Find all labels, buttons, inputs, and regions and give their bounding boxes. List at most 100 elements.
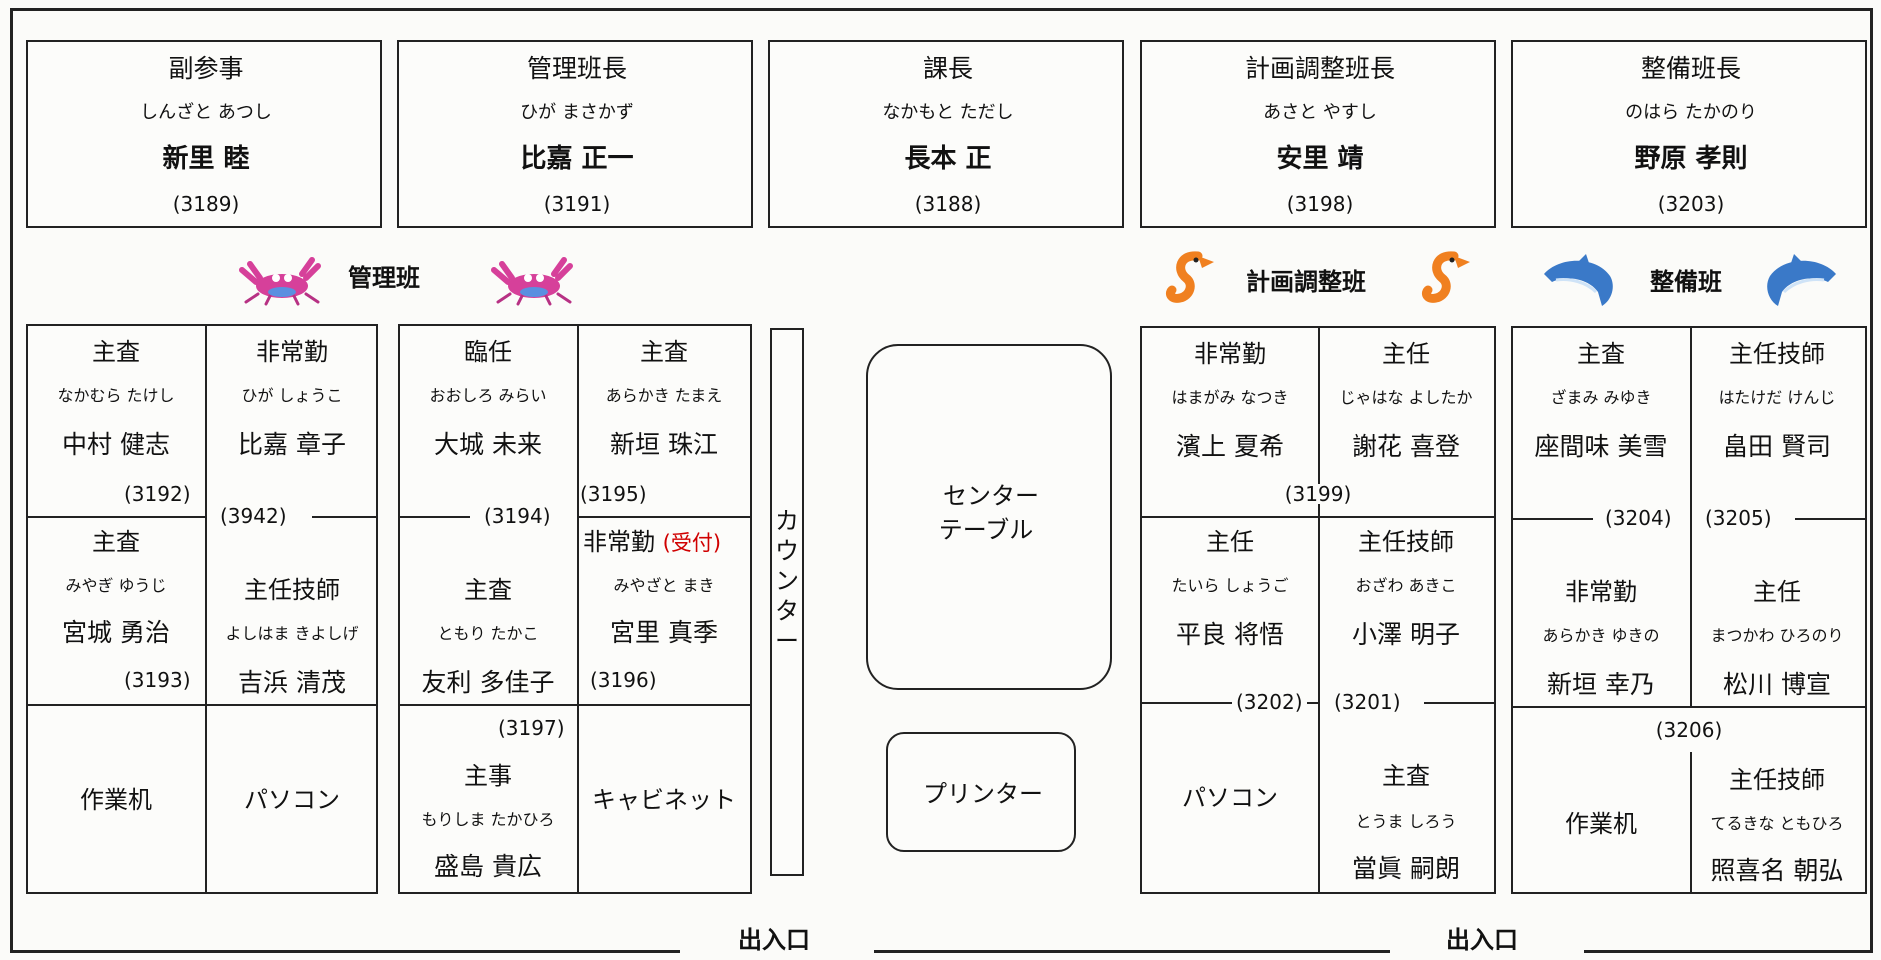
team-label-maintenance: 整備班 xyxy=(1650,268,1722,296)
leader-line xyxy=(400,516,470,518)
desk-deputy-director: 副参事 しんざと あつし 新里 睦 (3189) xyxy=(26,40,382,228)
workbench-label: 作業机 xyxy=(80,786,152,814)
position-title: 管理班長 xyxy=(526,54,628,83)
person-name: 平良 将悟 xyxy=(1176,620,1284,649)
extension-number: (3192) xyxy=(124,482,191,506)
extension-number: (3193) xyxy=(124,668,191,692)
dolphin-icon xyxy=(1544,254,1613,306)
extension-number: (3203) xyxy=(1657,192,1725,216)
desk-block-admin-left: 主査 なかむら たけし 中村 健志 (3192) 非常勤 ひが しょうこ 比嘉 … xyxy=(26,324,378,894)
name-reading: しんざと あつし xyxy=(140,102,272,123)
name-reading: あらかき たまえ xyxy=(605,386,723,405)
person-name: 盛島 貴広 xyxy=(434,852,542,881)
role: 非常勤 (受付) xyxy=(583,528,722,556)
entrance-label: 出入口 xyxy=(1446,926,1518,954)
extension-number: (3201) xyxy=(1334,690,1401,714)
desk-divider xyxy=(1318,516,1320,892)
role: 主任 xyxy=(1753,578,1801,606)
dolphin-icon xyxy=(1767,254,1836,306)
position-title: 課長 xyxy=(922,54,974,83)
role: 主任技師 xyxy=(1729,340,1825,368)
center-table: センター テーブル xyxy=(866,344,1112,690)
role: 非常勤 xyxy=(1565,578,1637,606)
extension-number: (3199) xyxy=(1280,484,1356,504)
seahorse-icon xyxy=(1165,251,1214,303)
person-name: 大城 未来 xyxy=(434,430,542,459)
role: 主査 xyxy=(92,528,140,556)
desk-block-planning: 非常勤 はまがみ なつき 濱上 夏希 主任 じゃはな よしたか 謝花 喜登 (3… xyxy=(1140,326,1496,894)
extension-number: (3197) xyxy=(498,716,565,740)
person-name: 比嘉 章子 xyxy=(238,430,346,459)
name-reading: よしはま きよしげ xyxy=(225,624,359,643)
cabinet-label: キャビネット xyxy=(592,786,736,814)
desk-planning-leader: 計画調整班長 あさと やすし 安里 靖 (3198) xyxy=(1140,40,1496,228)
name-reading: のはら たかのり xyxy=(1625,102,1757,123)
name-reading: じゃはな よしたか xyxy=(1339,388,1473,407)
desk-block-maintenance: 主査 ざまみ みゆき 座間味 美雪 (3204) 主任技師 はたけだ けんじ 畠… xyxy=(1511,326,1867,894)
desk-divider xyxy=(1690,328,1692,706)
desk-divider xyxy=(400,704,577,706)
extension-number: (3196) xyxy=(590,668,657,692)
extension-number: (3206) xyxy=(1655,718,1723,742)
name-reading: はたけだ けんじ xyxy=(1718,388,1836,407)
name-reading: おざわ あきこ xyxy=(1355,576,1457,595)
entrance-gap xyxy=(1390,948,1580,956)
desk-admin-leader: 管理班長 ひが まさかず 比嘉 正一 (3191) xyxy=(397,40,753,228)
name-reading: まつかわ ひろのり xyxy=(1710,626,1844,645)
name-reading: みやぎ ゆうじ xyxy=(65,576,167,595)
name-reading: ざまみ みゆき xyxy=(1550,388,1652,407)
extension-number: (3189) xyxy=(172,192,240,216)
crab-icon xyxy=(491,257,573,306)
name-reading: ひが まさかず xyxy=(520,102,634,123)
counter: カウンター xyxy=(770,328,804,876)
team-label-planning: 計画調整班 xyxy=(1246,268,1366,296)
desk-divider xyxy=(28,516,205,518)
role: 主査 xyxy=(464,576,512,604)
person-name: 新垣 珠江 xyxy=(610,430,718,459)
role: 主査 xyxy=(1382,762,1430,790)
leader-line xyxy=(1513,518,1593,520)
extension-number: (3194) xyxy=(484,504,551,528)
person-name: 新垣 幸乃 xyxy=(1547,670,1655,699)
leader-line xyxy=(1795,518,1865,520)
person-name: 野原 孝則 xyxy=(1634,144,1748,174)
person-name: 長本 正 xyxy=(904,144,992,174)
name-reading: なかむら たけし xyxy=(57,386,175,405)
entrance-gap xyxy=(680,948,870,956)
printer: プリンター xyxy=(886,732,1076,852)
desk-divider xyxy=(1318,328,1320,516)
name-reading: とうま しろう xyxy=(1355,812,1457,831)
name-reading: もりしま たかひろ xyxy=(421,810,555,829)
counter-label: カウンター xyxy=(775,507,799,655)
person-name: 松川 博宣 xyxy=(1723,670,1831,699)
name-reading: あさと やすし xyxy=(1263,102,1377,123)
desk-divider xyxy=(1690,752,1692,892)
name-reading: みやざと まき xyxy=(613,576,715,595)
person-name: 宮城 勇治 xyxy=(62,618,170,647)
bottom-wall xyxy=(874,950,1390,953)
entrance-label: 出入口 xyxy=(738,926,810,954)
reception-badge: (受付) xyxy=(662,531,722,555)
room-outline xyxy=(10,8,1873,952)
name-reading: ともり たかこ xyxy=(437,624,539,643)
center-table-label: センター xyxy=(943,482,1039,510)
role: 臨任 xyxy=(464,338,512,366)
seahorse-icon xyxy=(1421,251,1470,303)
role: 主任技師 xyxy=(1358,528,1454,556)
person-name: 友利 多佳子 xyxy=(421,668,555,697)
name-reading: ひが しょうこ xyxy=(241,386,343,405)
extension-number: (3198) xyxy=(1286,192,1354,216)
role: 主任 xyxy=(1206,528,1254,556)
role: 主査 xyxy=(640,338,688,366)
extension-number: (3204) xyxy=(1605,506,1672,530)
person-name: 安里 靖 xyxy=(1276,144,1364,174)
role: 主査 xyxy=(92,338,140,366)
person-name: 中村 健志 xyxy=(62,430,170,459)
workbench-label: 作業机 xyxy=(1565,810,1637,838)
bottom-wall xyxy=(1584,950,1873,953)
person-name: 新里 睦 xyxy=(162,144,250,174)
desk-section-chief: 課長 なかもと ただし 長本 正 (3188) xyxy=(768,40,1124,228)
desk-maintenance-leader: 整備班長 のはら たかのり 野原 孝則 (3203) xyxy=(1511,40,1867,228)
role: 主事 xyxy=(464,762,512,790)
person-name: 當眞 嗣朗 xyxy=(1352,854,1460,883)
